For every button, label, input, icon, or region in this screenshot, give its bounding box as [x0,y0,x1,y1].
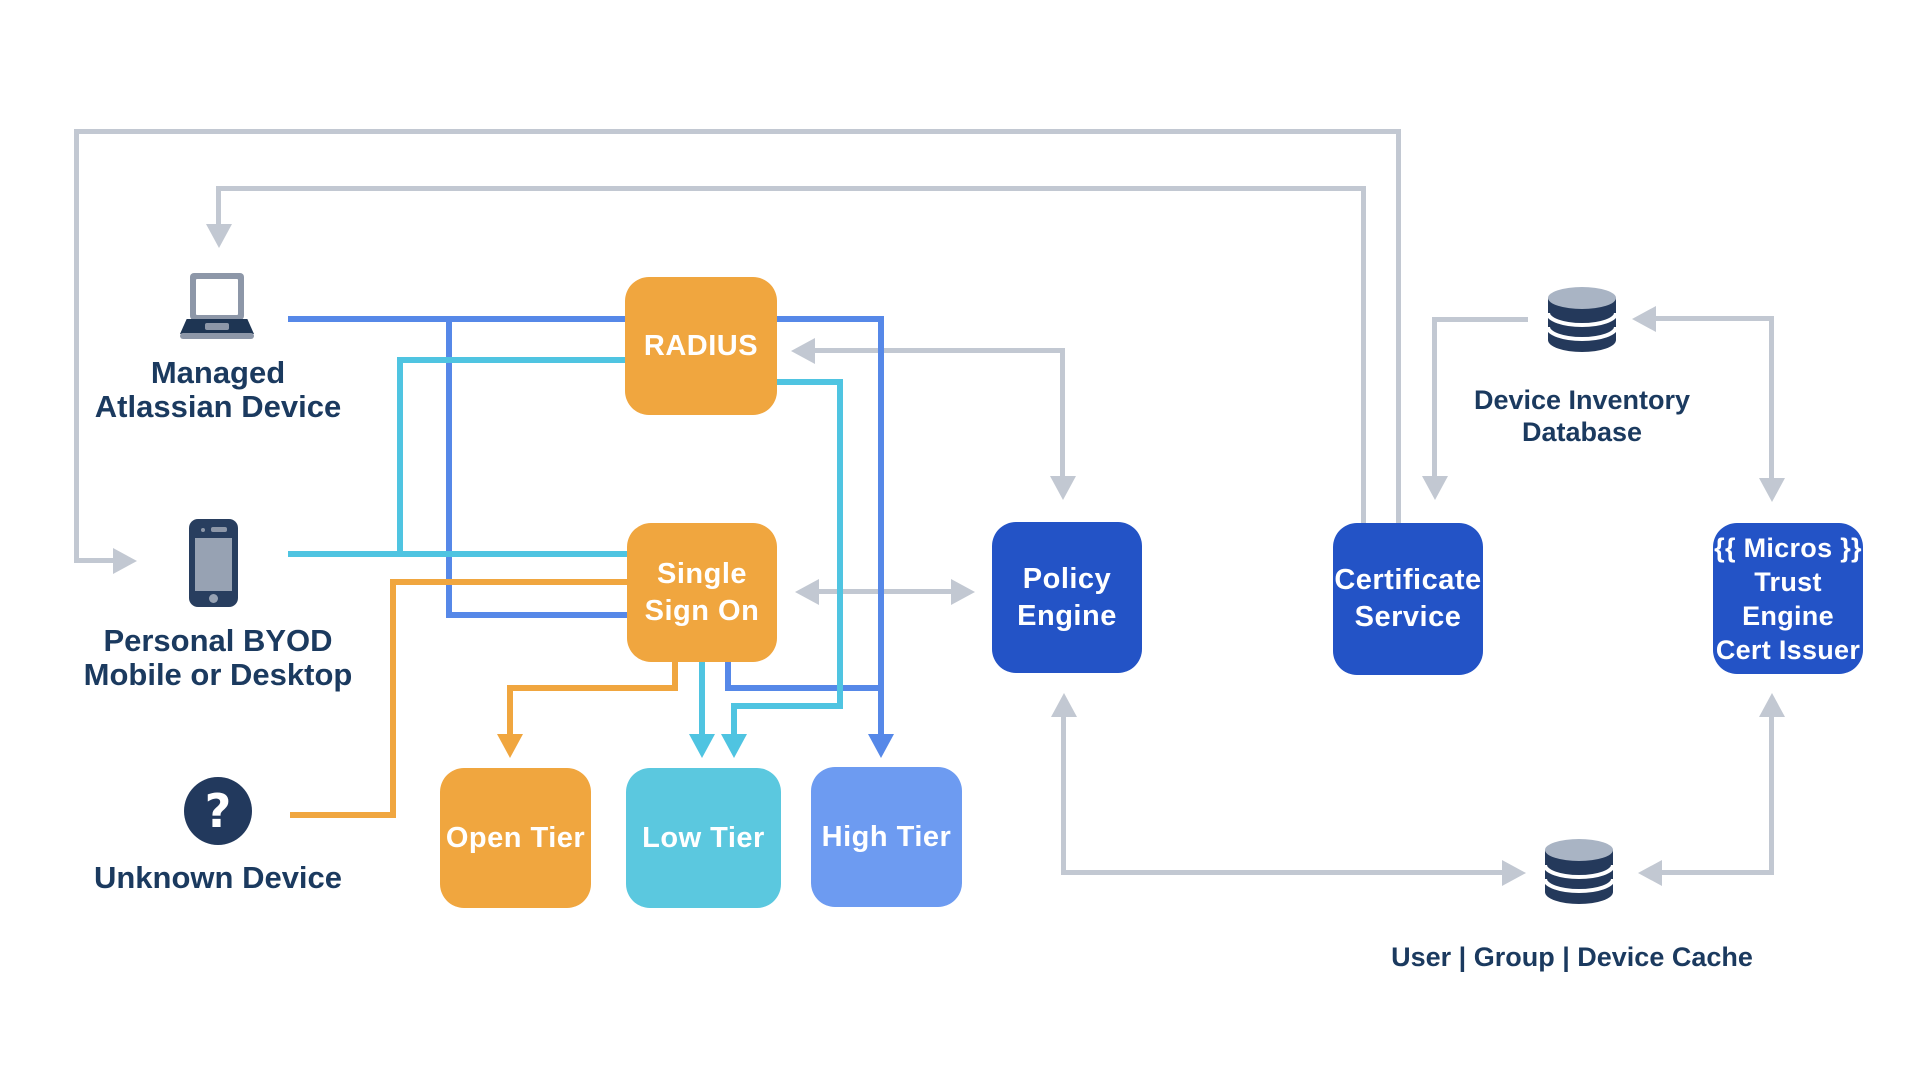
wire-segment [813,348,1065,353]
arrowhead [206,224,232,248]
arrowhead [1638,860,1662,886]
label-device-inventory-database: Device Inventory Database [1473,385,1691,447]
laptop-trackpad [205,323,229,330]
wire-segment [837,379,843,709]
wire-segment [507,685,513,736]
wire-segment [1361,186,1366,523]
wire-segment [725,685,884,691]
wire-segment [672,662,678,691]
arrowhead [868,734,894,758]
node-certificate-service: Certificate Service [1333,523,1483,675]
wire-segment [1061,715,1066,875]
arrowhead [1050,476,1076,500]
node-label: High Tier [821,820,952,853]
arrowhead [1632,306,1656,332]
arrowhead [497,734,523,758]
wire-segment [507,685,678,691]
arrowhead [1502,860,1526,886]
wire-segment [1061,870,1502,875]
label-managed-atlassian-device: Managed Atlassian Device [94,355,342,424]
node-label: Single Sign On [644,557,760,627]
arrowhead [1759,693,1785,717]
wire-segment [74,129,79,563]
wire-segment [216,186,221,226]
wire-segment [878,316,884,736]
node-label: RADIUS [643,329,759,362]
wire-segment [74,129,1401,134]
label-user-group-device-cache: User | Group | Device Cache [1391,942,1753,972]
arrowhead [113,548,137,574]
wire-segment [731,703,843,709]
wire-segment [777,379,843,385]
arrowhead [1051,693,1077,717]
label-personal-byod: Personal BYOD Mobile or Desktop [83,623,353,692]
phone-home-button [209,594,218,603]
wire-segment [1769,715,1774,875]
wire-segment [699,662,705,736]
wire-segment [1769,316,1774,478]
phone-screen [195,538,232,591]
node-label: Policy Engine [1017,562,1117,632]
arrowhead [721,734,747,758]
arrowhead [951,579,975,605]
node-open-tier: Open Tier [440,768,591,908]
wire-segment [1060,348,1065,476]
wire-segment [777,316,884,322]
node-policy-engine: Policy Engine [992,522,1142,673]
wire-segment [725,662,731,691]
wire-segment [397,357,625,363]
wire-segment [1660,870,1774,875]
wire-segment [390,579,627,585]
node-radius: RADIUS [625,277,777,415]
node-trust-engine-cert-issuer: {{ Micros }} Trust Engine Cert Issuer [1713,523,1863,674]
wire-segment [817,589,953,594]
wire-segment [397,357,403,557]
wire-segment [74,558,115,563]
wire-segment [390,579,396,818]
laptop-icon [180,273,254,339]
database-icon [1546,286,1618,361]
arrowhead [791,338,815,364]
arrowhead [1759,478,1785,502]
node-single-sign-on: Single Sign On [627,523,777,662]
node-label: Open Tier [445,821,586,854]
database-icon [1543,838,1615,913]
wire-segment [288,551,627,557]
wire-segment [1396,129,1401,523]
laptop-foot [180,333,254,339]
wire-segment [290,812,396,818]
arrowhead [1422,476,1448,500]
node-label: Low Tier [642,821,765,854]
node-low-tier: Low Tier [626,768,781,908]
laptop-screen-inner [196,279,238,315]
laptop-screen [190,273,244,320]
wire-segment [1435,317,1528,322]
node-label: {{ Micros }} Trust Engine Cert Issuer [1714,532,1862,665]
question-mark-icon: ? [184,777,252,845]
smartphone-icon [189,519,238,607]
node-label: Certificate Service [1334,564,1482,633]
label-unknown-device: Unknown Device [93,860,343,895]
wire-segment [731,703,737,736]
arrowhead [795,579,819,605]
wire-segment [446,612,627,618]
phone-speaker [211,527,227,532]
arrowhead [689,734,715,758]
question-glyph: ? [204,784,232,838]
phone-camera-dot [201,528,205,532]
wire-segment [288,316,625,322]
wire-segment [216,186,1366,191]
wire-segment [1654,316,1774,321]
wire-segment [446,316,452,618]
node-high-tier: High Tier [811,767,962,907]
